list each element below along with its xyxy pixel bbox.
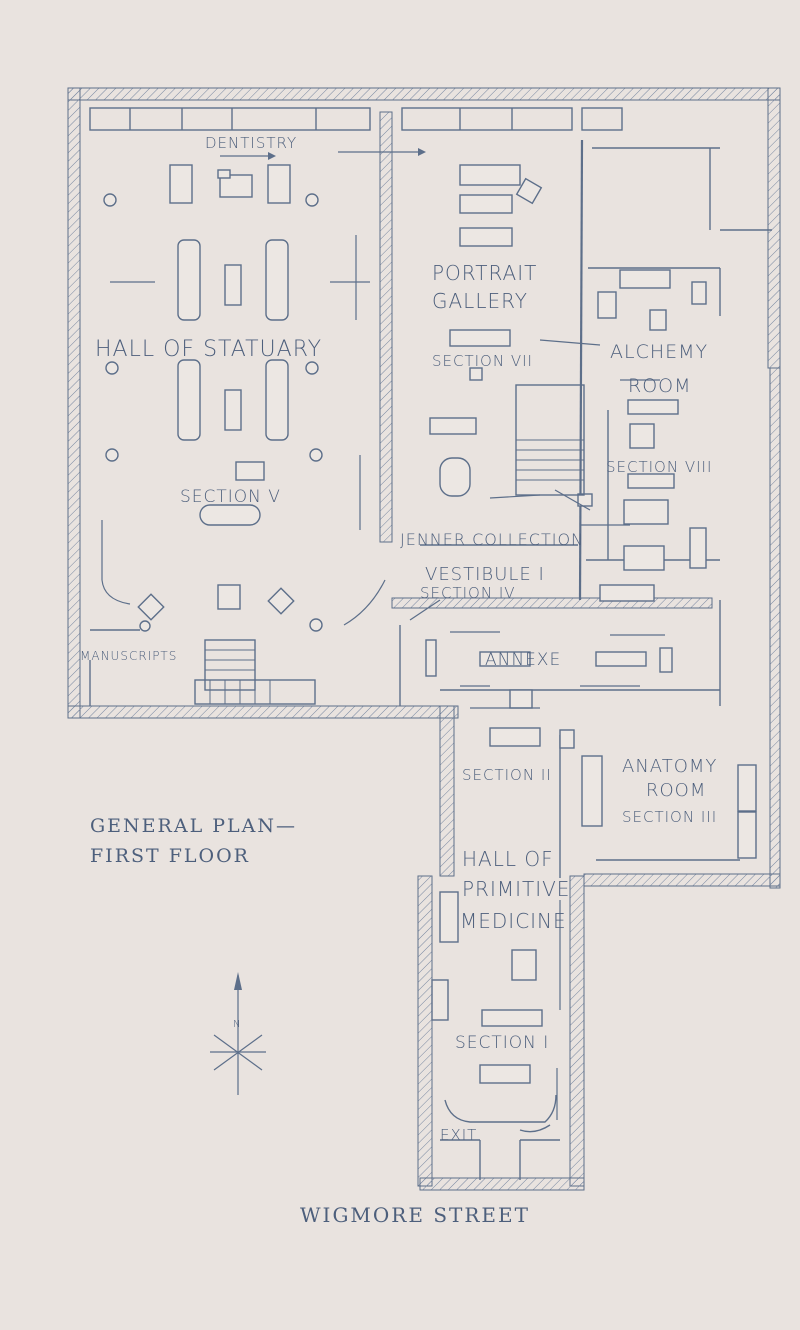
title-line2: FIRST FLOOR [90,845,250,867]
compass-label: N [233,1019,241,1030]
label-primitive: PRIMITIVE [462,877,570,901]
label-anatomy-room: ROOM [646,780,706,801]
street-name: WIGMORE STREET [300,1203,530,1227]
label-manuscripts: MANUSCRIPTS [80,649,177,663]
label-alchemy-room: ROOM [628,375,692,397]
label-anatomy: ANATOMY [622,756,717,777]
label-hall-of: HALL OF [462,847,554,871]
staircase [194,384,585,705]
label-jenner: JENNER COLLECTION [400,530,584,549]
label-section-ii: SECTION II [462,766,552,784]
label-gallery: GALLERY [432,289,528,313]
label-section-iv: SECTION IV [420,584,516,602]
label-exit: EXIT [440,1126,477,1144]
label-portrait: PORTRAIT [432,261,537,285]
label-dentistry: DENTISTRY [205,134,297,152]
plan-title: GENERAL PLAN— FIRST FLOOR [90,815,297,867]
label-vestibule: VESTIBULE I [425,564,545,585]
route-arrows [101,148,665,1120]
label-medicine: MEDICINE [460,909,567,933]
outer-walls [67,87,781,1191]
label-section-i: SECTION I [455,1033,549,1053]
interior-walls [89,107,772,1180]
label-annexe: ANNEXE [485,650,561,670]
room-labels: DENTISTRY HALL OF STATUARY SECTION V MAN… [80,134,717,1144]
label-section-iii: SECTION III [622,808,717,826]
portrait-cases [429,164,707,602]
label-alchemy: ALCHEMY [610,341,708,363]
display-cases [103,164,323,632]
annexe-cases [425,639,757,1133]
label-section-v: SECTION V [180,487,281,507]
title-line1: GENERAL PLAN— [90,815,297,837]
label-section-viii: SECTION VIII [606,458,712,476]
compass-icon: N [210,972,266,1095]
label-hall-statuary: HALL OF STATUARY [95,337,322,362]
label-section-vii: SECTION VII [432,352,533,370]
